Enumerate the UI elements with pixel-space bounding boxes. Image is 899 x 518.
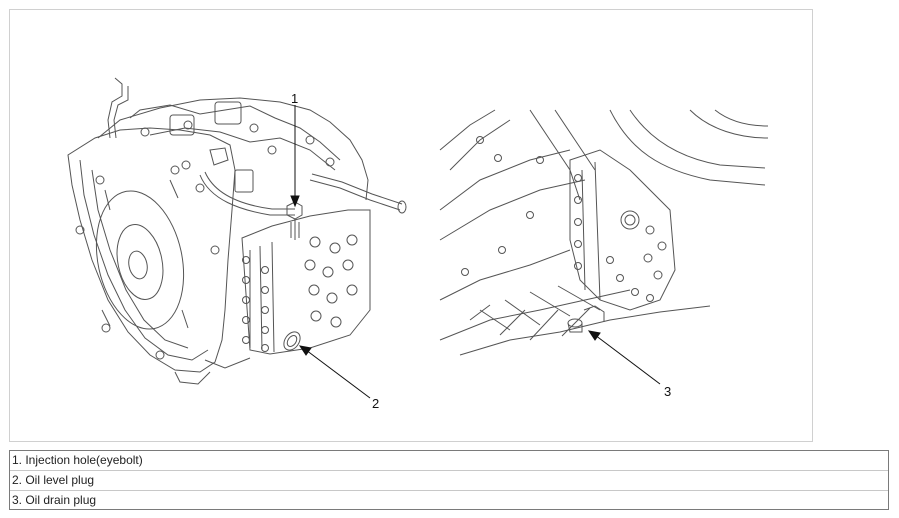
- diagram-frame: 1 2 3: [9, 9, 813, 442]
- legend-item: 1. Injection hole(eyebolt): [12, 453, 143, 467]
- leader-arrow-3: [587, 330, 601, 341]
- underside-illustration: [439, 109, 769, 356]
- leader-line-2: [305, 349, 371, 399]
- transmission-line-drawing: 1 2 3: [67, 77, 769, 411]
- leader-arrow-1: [290, 195, 300, 208]
- callout-1: 1: [291, 91, 298, 106]
- leader-arrow-2: [298, 345, 312, 356]
- leader-line-3: [594, 334, 661, 385]
- callout-3: 3: [664, 384, 671, 399]
- callout-2: 2: [372, 396, 379, 411]
- legend-table: 1. Injection hole(eyebolt) 2. Oil level …: [9, 450, 889, 510]
- transaxle-illustration: [67, 77, 407, 385]
- legend-item: 3. Oil drain plug: [10, 490, 888, 510]
- legend-item: 2. Oil level plug: [10, 470, 888, 490]
